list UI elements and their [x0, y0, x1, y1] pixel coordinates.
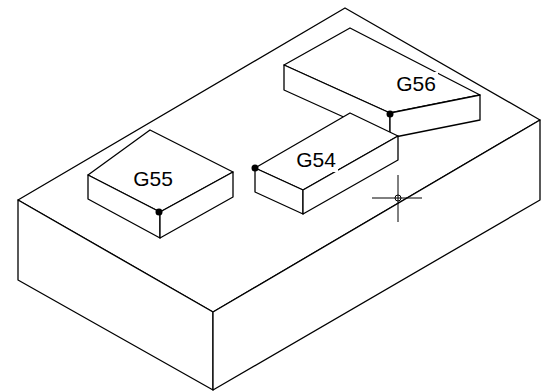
work-offset-label: G54 [294, 148, 338, 171]
work-offset-label: G56 [394, 72, 438, 95]
origin-dot [252, 165, 259, 172]
origin-dot [156, 209, 163, 216]
origin-dot [387, 111, 394, 118]
base-right-face [213, 120, 540, 390]
work-offset-label: G55 [131, 167, 175, 190]
crosshair [372, 175, 422, 222]
g56-right-face [390, 95, 480, 138]
g54-left-face [255, 168, 303, 214]
base-left-face [18, 200, 213, 390]
